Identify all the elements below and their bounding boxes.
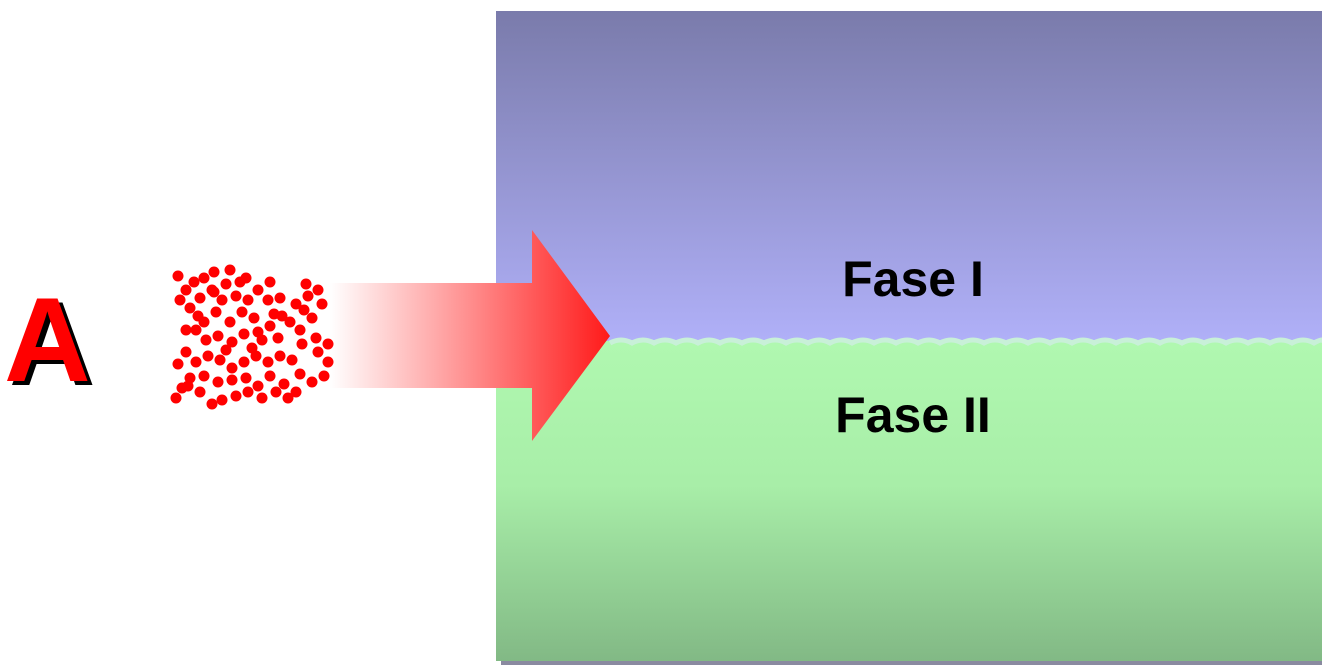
particle	[262, 356, 274, 368]
particle	[274, 292, 286, 304]
particle	[246, 342, 258, 354]
particle	[224, 264, 236, 276]
species-label-shadow: A	[9, 277, 96, 411]
particle	[220, 344, 232, 356]
particle	[240, 372, 252, 384]
particle	[216, 394, 228, 406]
particle	[212, 330, 224, 342]
particle	[200, 334, 212, 346]
particle	[242, 294, 254, 306]
particle	[284, 316, 296, 328]
particle	[238, 356, 250, 368]
particle	[278, 378, 290, 390]
particle	[224, 316, 236, 328]
particle	[188, 276, 200, 288]
particle	[272, 332, 284, 344]
particle	[264, 370, 276, 382]
particle	[270, 386, 282, 398]
phase-upper-region	[496, 11, 1322, 341]
particle	[262, 294, 274, 306]
particle	[172, 270, 184, 282]
particle	[322, 338, 334, 350]
particle	[286, 354, 298, 366]
particle	[312, 284, 324, 296]
particle	[318, 370, 330, 382]
particle	[294, 368, 306, 380]
particle	[180, 346, 192, 358]
particle	[190, 356, 202, 368]
particle	[212, 376, 224, 388]
particle	[298, 304, 310, 316]
particle	[208, 286, 220, 298]
particle	[198, 370, 210, 382]
diffusion-arrow	[330, 230, 610, 441]
species-label: A	[4, 273, 91, 407]
particle	[310, 332, 322, 344]
particle	[316, 298, 328, 310]
phase-lower-region	[496, 341, 1322, 661]
particle	[290, 298, 302, 310]
particle	[294, 324, 306, 336]
particle	[238, 328, 250, 340]
particle	[274, 350, 286, 362]
particle-cluster	[170, 264, 334, 410]
particle	[208, 266, 220, 278]
particle	[220, 278, 232, 290]
particle	[302, 290, 314, 302]
particle	[226, 374, 238, 386]
particle	[312, 346, 324, 358]
particle	[230, 290, 242, 302]
phase-upper-label: Fase I	[842, 251, 984, 307]
particle	[252, 380, 264, 392]
particle	[202, 350, 214, 362]
particle	[230, 390, 242, 402]
particle	[296, 338, 308, 350]
particle	[176, 382, 188, 394]
particle	[194, 292, 206, 304]
particle	[226, 336, 238, 348]
particle	[190, 324, 202, 336]
particle	[306, 376, 318, 388]
particle	[306, 312, 318, 324]
phase-interface	[608, 337, 1322, 346]
particle	[210, 306, 222, 318]
particle	[180, 324, 192, 336]
particle	[282, 392, 294, 404]
particle	[264, 276, 276, 288]
particle	[242, 386, 254, 398]
particle	[192, 310, 204, 322]
particle	[256, 334, 268, 346]
particle	[264, 320, 276, 332]
particle	[184, 302, 196, 314]
particle	[234, 276, 246, 288]
particle	[248, 312, 260, 324]
particle	[236, 306, 248, 318]
particle	[322, 356, 334, 368]
particle	[180, 284, 192, 296]
particle	[216, 294, 228, 306]
particle	[256, 392, 268, 404]
particle	[268, 308, 280, 320]
particle	[290, 386, 302, 398]
particle	[300, 278, 312, 290]
particle	[194, 386, 206, 398]
particle	[170, 392, 182, 404]
particle	[174, 294, 186, 306]
particle	[214, 354, 226, 366]
particle	[252, 284, 264, 296]
particle	[198, 272, 210, 284]
particle	[172, 358, 184, 370]
particle	[206, 398, 218, 410]
phase-lower-label: Fase II	[835, 387, 991, 443]
particle	[226, 362, 238, 374]
